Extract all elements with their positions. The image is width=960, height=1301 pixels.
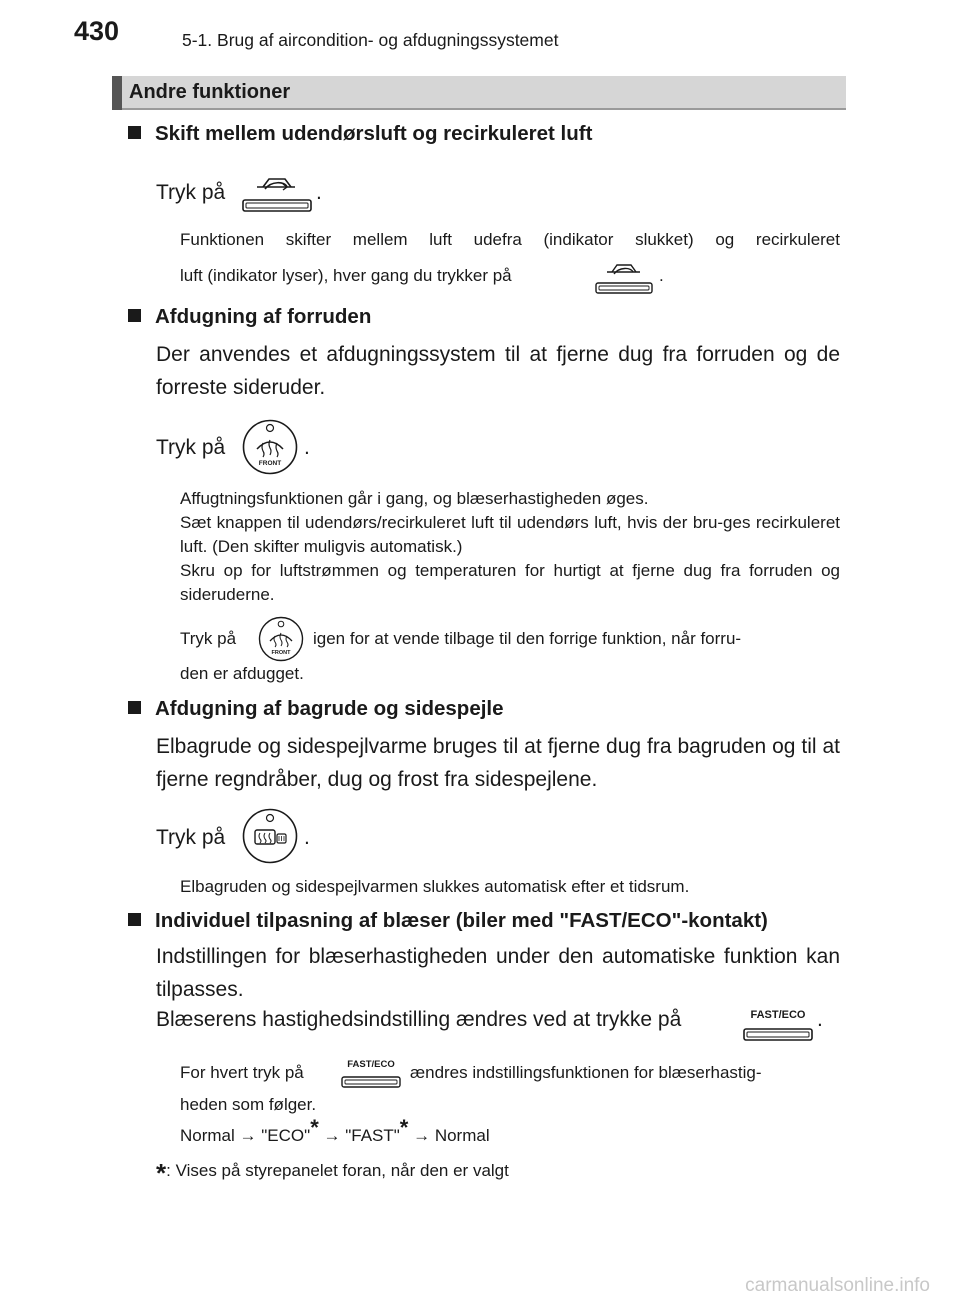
footnote-text: : Vises på styrepanelet foran, når den e…: [166, 1161, 509, 1180]
recirc-period: .: [316, 181, 322, 204]
rear-body: Elbagrude og sidespejlvarme bruges til a…: [156, 735, 840, 791]
seq-eco: "ECO": [261, 1126, 311, 1145]
footnote: *: Vises på styrepanelet foran, når den …: [156, 1158, 509, 1189]
front-defroster-button-icon-small: FRONT: [258, 616, 304, 662]
bullet-square: [128, 913, 141, 926]
front-icon-label: FRONT: [259, 460, 281, 467]
recirculation-button-icon-small: [595, 264, 653, 294]
bullet-square: [128, 309, 141, 322]
recirc-note-line2: luft (indikator lyser), hver gang du try…: [180, 266, 512, 285]
windshield-body: Der anvendes et afdugningssystem til at …: [156, 343, 840, 399]
footnote-asterisk: *: [156, 1158, 167, 1188]
section-accent: [112, 76, 122, 110]
heading-rear-defog: Afdugning af bagrude og sidespejle: [128, 697, 504, 721]
section-header: Andre funktioner: [112, 76, 846, 110]
arrow-right-icon: →: [323, 1126, 341, 1145]
windshield-period: .: [304, 436, 310, 459]
seq-normal: Normal: [180, 1126, 235, 1145]
fan-change-period: .: [817, 1008, 823, 1031]
bullet-square: [128, 126, 141, 139]
fast-eco-label: FAST/ECO: [750, 1009, 805, 1021]
asterisk-marker: *: [310, 1115, 319, 1140]
fan-body: Indstillingen for blæserhastigheden unde…: [156, 945, 840, 1001]
arrow-right-icon: →: [239, 1126, 257, 1145]
arrow-right-icon: →: [413, 1126, 431, 1145]
fast-eco-label: FAST/ECO: [347, 1059, 395, 1070]
heading-fan-customization: Individuel tilpasning af blæser (biler m…: [128, 909, 768, 933]
press-label: Tryk på: [156, 181, 226, 204]
fan-each-rest: ændres indstillingsfunktionen for blæser…: [410, 1063, 762, 1082]
front-defroster-button-icon: FRONT: [242, 419, 298, 475]
chapter-title: 5-1. Brug af aircondition- og afdugnings…: [182, 30, 559, 50]
recirc-note-line1: Funktionen skifter mellem luft udefra (i…: [180, 230, 840, 249]
fan-sequence: Normal → "ECO"* → "FAST"* → Normal: [180, 1117, 490, 1146]
windshield-note2: Sæt knappen til udendørs/recirkuleret lu…: [180, 513, 840, 556]
fast-eco-button-icon-small: FAST/ECO: [341, 1059, 401, 1088]
recirc-note-period: .: [659, 266, 664, 285]
heading-text: Individuel tilpasning af blæser (biler m…: [155, 909, 768, 932]
rear-press-label: Tryk på: [156, 826, 226, 849]
heading-text: Afdugning af forruden: [155, 305, 372, 328]
front-icon-label: FRONT: [272, 650, 292, 656]
fan-each-press: For hvert tryk på: [180, 1063, 304, 1082]
section-title: Andre funktioner: [129, 81, 291, 103]
asterisk-marker: *: [399, 1115, 409, 1140]
rear-defogger-button-icon: [242, 808, 298, 864]
heading-recirculation: Skift mellem udendørsluft og recirkulere…: [128, 122, 592, 146]
seq-fast: "FAST": [345, 1126, 400, 1145]
fast-eco-button-icon: FAST/ECO: [743, 1009, 813, 1041]
fan-each-line2: heden som følger.: [180, 1095, 317, 1114]
recirc-press-line: Tryk på: [156, 181, 225, 205]
heading-text: Skift mellem udendørsluft og recirkulere…: [155, 122, 593, 145]
windshield-again-press: Tryk på: [180, 629, 237, 648]
page-number: 430: [74, 16, 120, 46]
seq-end: Normal: [434, 1126, 490, 1145]
heading-windshield-defog: Afdugning af forruden: [128, 305, 371, 329]
recirculation-button-icon: [242, 178, 312, 212]
windshield-note1: Affugtningsfunktionen går i gang, og blæ…: [180, 489, 649, 508]
rear-note: Elbagruden og sidespejlvarmen slukkes au…: [180, 877, 690, 896]
heading-text: Afdugning af bagrude og sidespejle: [155, 697, 504, 720]
rear-period: .: [304, 826, 310, 849]
windshield-again-rest: igen for at vende tilbage til den forrig…: [313, 629, 742, 648]
windshield-press-label: Tryk på: [156, 436, 226, 459]
windshield-again-line2: den er afdugget.: [180, 664, 304, 683]
fan-change-text: Blæserens hastighedsindstilling ændres v…: [156, 1008, 682, 1031]
windshield-note3: Skru op for luftstrømmen og temperaturen…: [180, 561, 840, 604]
watermark: carmanualsonline.info: [745, 1275, 930, 1296]
bullet-square: [128, 701, 141, 714]
